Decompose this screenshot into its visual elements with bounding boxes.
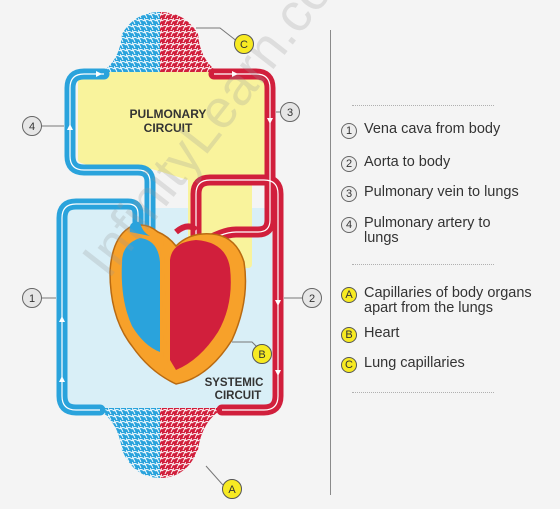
body-capillaries-right — [160, 408, 224, 478]
svg-text:C: C — [240, 39, 248, 51]
legend-item-1: 1 Vena cava from body — [341, 122, 554, 139]
marker-4: 4 — [22, 116, 42, 136]
legend-badge: 1 — [341, 123, 357, 139]
lung-capillaries-right — [160, 12, 218, 72]
legend-item-c: C Lung capillaries — [341, 356, 554, 373]
marker-1: 1 — [22, 288, 42, 308]
legend-text: Heart — [364, 325, 400, 341]
legend-item-a: A Capillaries of body organs apart from … — [341, 286, 556, 316]
marker-a: A — [222, 479, 242, 499]
pulmonary-label-line1: PULMONARY — [130, 107, 207, 121]
legend-item-b: B Heart — [341, 326, 554, 343]
heart — [109, 221, 247, 385]
legend-text: Vena cava from body — [364, 121, 501, 137]
svg-text:B: B — [258, 349, 265, 361]
leader-lines — [42, 27, 302, 489]
legend-text: Aorta to body — [364, 154, 451, 170]
svg-text:4: 4 — [29, 121, 35, 133]
legend-badge: 2 — [341, 156, 357, 172]
legend-item-2: 2 Aorta to body — [341, 155, 554, 172]
flow-arrows — [59, 71, 281, 382]
marker-3: 3 — [280, 102, 300, 122]
legend-badge: C — [341, 357, 357, 373]
svg-text:A: A — [228, 484, 236, 496]
marker-b: B — [252, 344, 272, 364]
systemic-label-line2: CIRCUIT — [215, 390, 262, 402]
legend-text: Pulmonary artery to lungs — [364, 215, 491, 246]
legend-item-3: 3 Pulmonary vein to lungs — [341, 185, 554, 202]
svg-text:3: 3 — [287, 107, 293, 119]
lung-capillaries-left — [102, 12, 160, 72]
dotted-separator — [352, 264, 494, 265]
legend-badge: 3 — [341, 186, 357, 202]
dotted-separator — [352, 105, 494, 106]
legend-text: Capillaries of body organs apart from th… — [364, 285, 532, 316]
svg-text:1: 1 — [29, 293, 35, 305]
legend-text: Lung capillaries — [364, 355, 465, 371]
body-capillaries-left — [96, 408, 160, 478]
legend-badge: B — [341, 327, 357, 343]
dotted-separator — [352, 392, 494, 393]
pulmonary-label-line2: CIRCUIT — [144, 121, 193, 135]
pulmonary-region — [78, 72, 270, 268]
circulatory-diagram: PULMONARY CIRCUIT SYSTEMIC CIRCUIT 4 3 1… — [22, 12, 322, 499]
legend-text: Pulmonary vein to lungs — [364, 184, 519, 200]
legend-badge: A — [341, 287, 357, 303]
marker-c: C — [234, 34, 254, 54]
vertical-divider — [330, 30, 331, 495]
marker-2: 2 — [302, 288, 322, 308]
systemic-label-line1: SYSTEMIC — [205, 377, 264, 389]
legend-badge: 4 — [341, 217, 357, 233]
svg-text:2: 2 — [309, 293, 315, 305]
legend-item-4: 4 Pulmonary artery to lungs — [341, 216, 524, 246]
